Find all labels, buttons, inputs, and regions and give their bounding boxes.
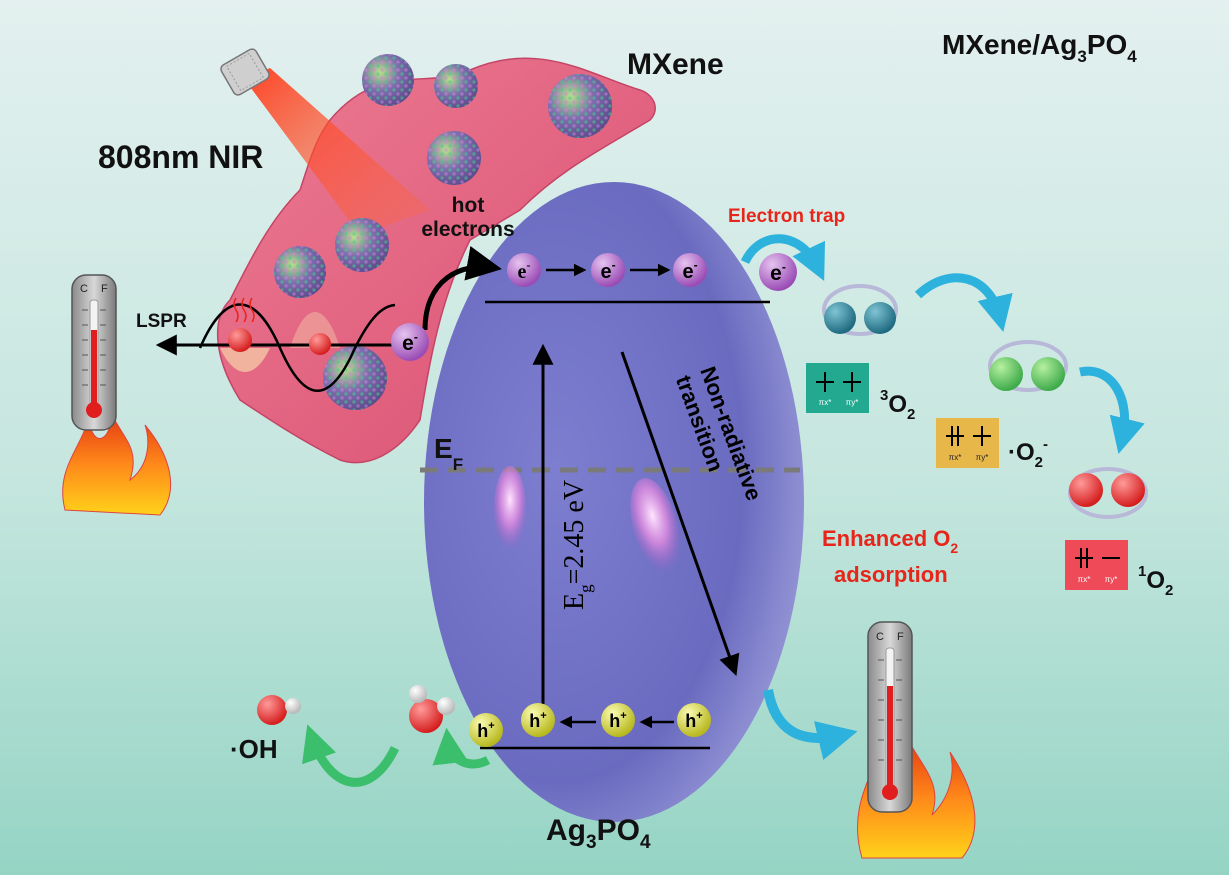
ag3po4-label: Ag3PO4 xyxy=(546,814,651,853)
water-to-oh-arrow xyxy=(302,724,400,787)
hole: h+ xyxy=(601,703,635,737)
svg-text:πy*: πy* xyxy=(1105,575,1118,584)
non-radiative-arrow xyxy=(620,351,740,676)
svg-text:e-: e- xyxy=(600,258,615,283)
svg-text:C: C xyxy=(80,283,88,295)
svg-text:F: F xyxy=(101,283,108,295)
electrons-cb: e- e- e- xyxy=(507,253,707,287)
heat-release-arrow xyxy=(763,689,858,761)
svg-text:h+: h+ xyxy=(477,720,494,741)
svg-text:e-: e- xyxy=(770,260,786,285)
svg-text:πx*: πx* xyxy=(819,398,832,407)
ag3po4-band-ellipse xyxy=(424,182,804,822)
triplet-oxygen-label: 3O2 xyxy=(880,387,915,423)
holes-vb: h+ h+ h+ h+ xyxy=(469,703,711,747)
superoxide-orbital-box: πx* πy* xyxy=(936,418,999,468)
hole: h+ xyxy=(521,703,555,737)
nanoparticle xyxy=(323,346,387,410)
svg-text:C: C xyxy=(876,631,884,643)
electron-trap-label: Electron trap xyxy=(728,206,845,227)
nir-laser-icon xyxy=(220,48,430,235)
triplet-oxygen-molecule xyxy=(822,284,898,336)
o2-transition-arrow xyxy=(914,273,1013,333)
electron: e- xyxy=(591,253,625,287)
singlet-orbital-box: πx* πy* xyxy=(1065,540,1128,590)
trapped-electron: e- xyxy=(759,253,797,291)
o2-transition-arrow xyxy=(1079,366,1145,454)
thermometer-fire-right: C F xyxy=(857,621,976,859)
hole: h+ xyxy=(677,703,711,737)
enhanced-adsorption-label-2: adsorption xyxy=(834,562,948,587)
nanoparticle xyxy=(362,54,414,106)
mxene-label: MXene xyxy=(627,48,724,81)
svg-text:e-: e- xyxy=(518,258,531,283)
superoxide-molecule xyxy=(988,340,1068,392)
svg-text:h+: h+ xyxy=(529,710,546,731)
hole-to-water-arrow xyxy=(432,727,491,769)
energy-glow xyxy=(630,478,680,572)
electrons-label: electrons xyxy=(421,218,514,241)
electron-mxene: e- xyxy=(391,323,429,361)
singlet-oxygen-label: 1O2 xyxy=(1138,563,1173,599)
svg-text:πx*: πx* xyxy=(1078,575,1091,584)
hot-label: hot xyxy=(452,194,485,217)
svg-text:h+: h+ xyxy=(609,710,626,731)
bandgap-label: Eg=2.45 eV xyxy=(559,480,595,610)
hydroxyl-label: ·OH xyxy=(230,734,278,764)
trap-arrow xyxy=(740,234,825,282)
fermi-level-label: EF xyxy=(434,433,463,474)
svg-text:e-: e- xyxy=(682,258,697,283)
lspr-label: LSPR xyxy=(136,311,187,332)
electron: e- xyxy=(507,253,541,287)
singlet-oxygen-molecule xyxy=(1068,467,1148,519)
svg-text:e-: e- xyxy=(402,330,418,355)
nanoparticle xyxy=(335,218,389,272)
nir-label: 808nm NIR xyxy=(98,139,263,175)
energy-glow xyxy=(494,466,526,550)
triplet-orbital-box: πx* πy* xyxy=(806,363,869,413)
hole: h+ xyxy=(469,713,503,747)
electron: e- xyxy=(673,253,707,287)
superoxide-label: ·O2- xyxy=(1008,436,1048,471)
lspr-wave xyxy=(155,297,396,392)
enhanced-adsorption-label: Enhanced O2 xyxy=(822,526,958,556)
nanoparticle xyxy=(434,64,478,108)
heat-wave-icon xyxy=(233,297,255,323)
nanoparticle xyxy=(427,131,481,185)
water-molecule xyxy=(409,685,455,733)
thermometer-fire-left: C F xyxy=(62,274,172,516)
svg-text:πx*: πx* xyxy=(949,453,962,462)
svg-text:h+: h+ xyxy=(685,710,702,731)
svg-text:πy*: πy* xyxy=(976,453,989,462)
composite-label: MXene/Ag3PO4 xyxy=(942,29,1137,66)
ag3po4-nanoparticles xyxy=(274,54,612,410)
svg-text:πy*: πy* xyxy=(846,398,859,407)
nanoparticle xyxy=(548,74,612,138)
hydroxyl-molecule xyxy=(257,695,301,725)
svg-text:F: F xyxy=(897,631,904,643)
fire-icon xyxy=(62,413,172,516)
hot-electron-transfer-arrow xyxy=(422,246,502,331)
nanoparticle xyxy=(274,246,326,298)
